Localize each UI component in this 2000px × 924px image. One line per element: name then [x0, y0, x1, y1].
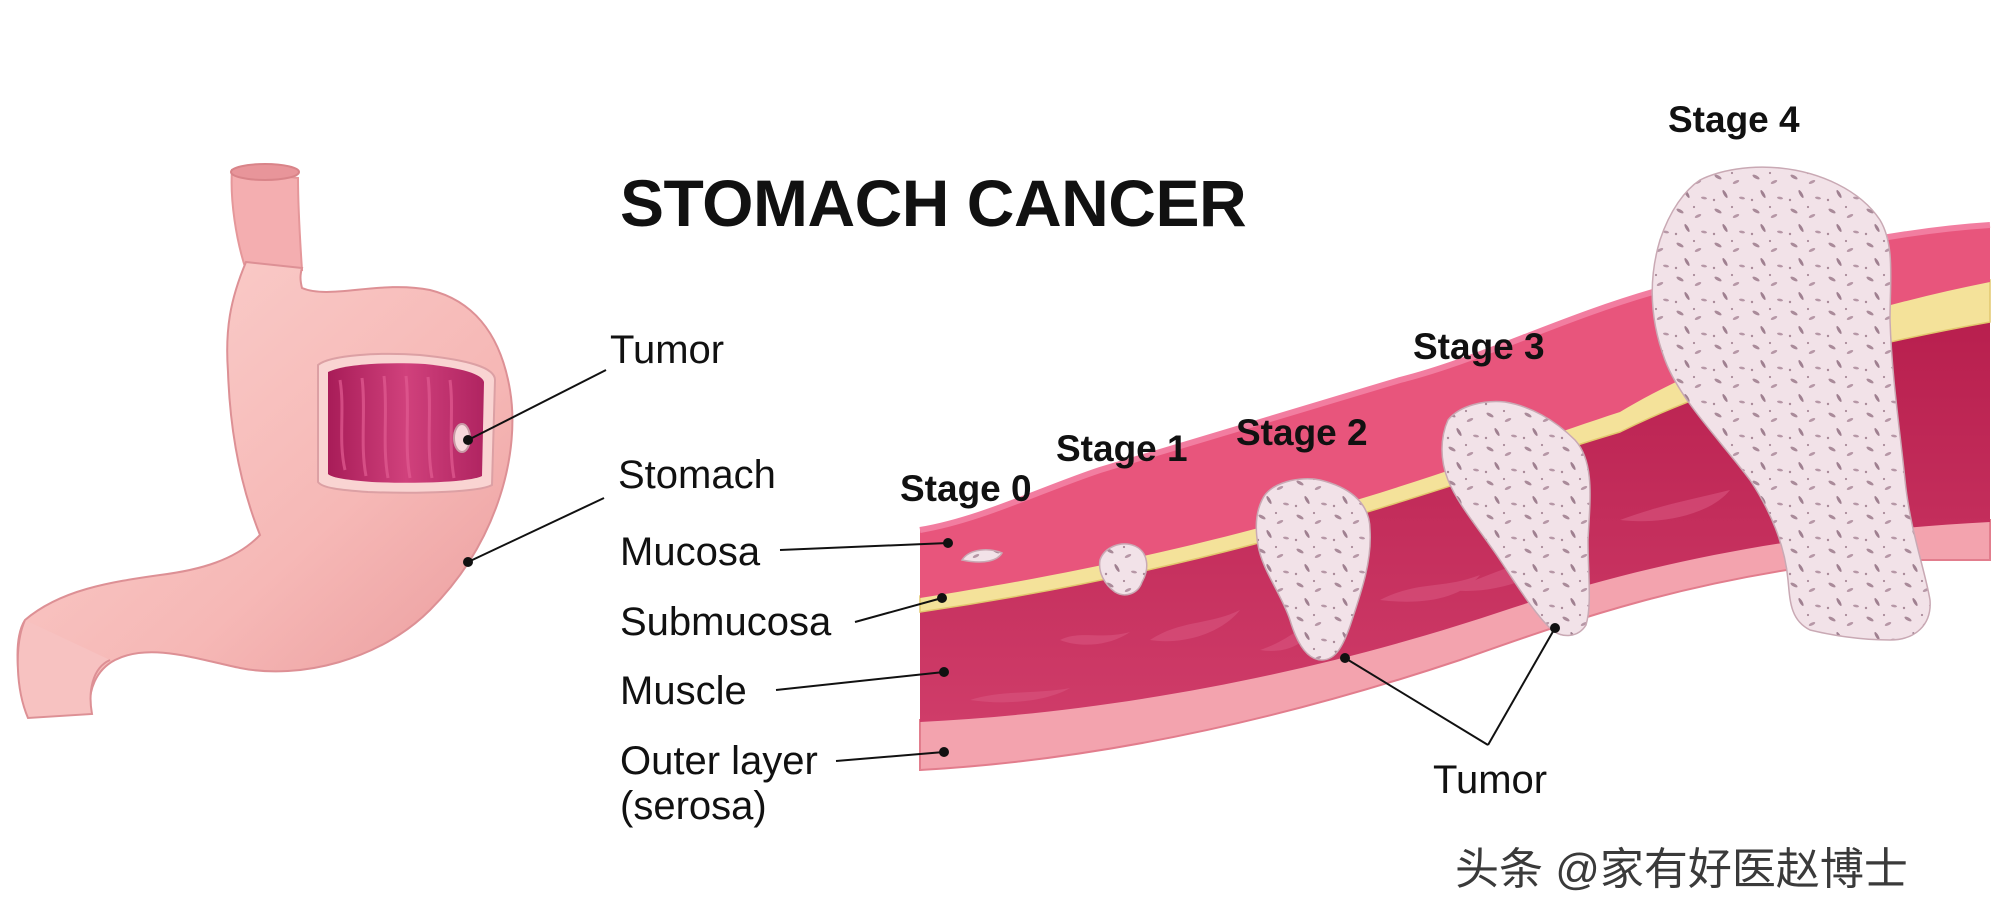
submucosa-label: Submucosa	[620, 600, 832, 644]
tumors	[960, 166, 1931, 661]
tumor-stage-3	[1441, 400, 1591, 637]
stage-3-label: Stage 3	[1413, 326, 1545, 367]
outer-layer-label: Outer layer	[620, 739, 818, 783]
stage-0-label: Stage 0	[900, 468, 1032, 509]
diagram-title: STOMACH CANCER	[620, 166, 1247, 240]
stage-2-label: Stage 2	[1236, 412, 1368, 453]
tumor-stage-0	[960, 549, 1004, 563]
serosa-label: (serosa)	[620, 784, 767, 828]
stomach-leader-lines	[467, 369, 607, 563]
tumor-leader-lines	[1344, 627, 1556, 746]
stomach-label: Stomach	[618, 453, 776, 497]
stage-4-label: Stage 4	[1668, 99, 1800, 140]
stage-1-label: Stage 1	[1056, 428, 1188, 469]
bottom-tumor-label: Tumor	[1433, 758, 1548, 802]
layer-leader-lines	[775, 542, 949, 762]
stomach-illustration	[16, 163, 514, 720]
watermark: 头条 @家有好医赵博士	[1455, 845, 1908, 894]
stomach-tumor-label: Tumor	[610, 328, 725, 372]
tumor-stage-2	[1255, 478, 1372, 661]
tumor-stage-4	[1651, 166, 1931, 641]
mucosa-label: Mucosa	[620, 530, 761, 574]
tumor-stage-1	[1098, 543, 1148, 596]
muscle-label: Muscle	[620, 669, 747, 713]
